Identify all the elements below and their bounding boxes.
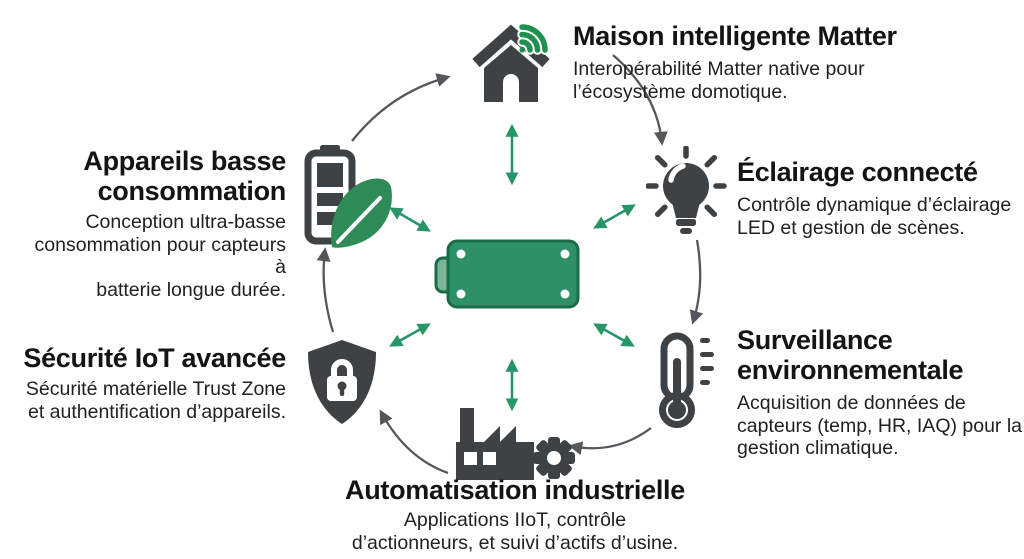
cycle-arrow-shield-to-battery	[316, 247, 335, 333]
shield-lock-icon	[308, 340, 376, 424]
cycle-arrow-bulb-to-thermometer	[689, 239, 704, 325]
node-smart-home-title: Maison intelligente Matter	[573, 21, 897, 51]
node-industrial-title: Automatisation industrielle	[345, 475, 685, 505]
lightbulb-icon	[646, 146, 727, 234]
node-lighting: Éclairage connecté Contrôle dynamique d’…	[737, 157, 1024, 239]
cycle-arrow-battery-to-house	[351, 73, 451, 142]
node-security-title: Sécurité IoT avancée	[23, 343, 286, 373]
iot-board-icon	[434, 239, 580, 309]
cycle-arrow-factory-to-shield	[379, 409, 449, 475]
center-link-top-left-arrow	[389, 207, 431, 232]
center-link-bottom-left-arrow	[389, 323, 431, 347]
center-link-top-right-arrow	[593, 204, 636, 229]
gear-icon	[533, 437, 575, 479]
thermometer-icon	[659, 332, 714, 428]
node-lighting-title: Éclairage connecté	[737, 157, 978, 187]
factory-gear-icon	[456, 408, 575, 480]
cycle-arrow-thermometer-to-factory	[568, 427, 652, 456]
node-industrial: Automatisation industrielle Applications…	[307, 475, 723, 554]
node-security: Sécurité IoT avancée Sécurité matérielle…	[22, 343, 286, 423]
node-smart-home: Maison intelligente Matter Interopérabil…	[573, 21, 908, 103]
cycle-arrow-house-to-bulb	[612, 54, 668, 146]
center-link-bottom-right-arrow	[593, 323, 635, 347]
battery-leaf-icon	[304, 145, 392, 248]
home-wifi-icon	[472, 22, 550, 102]
